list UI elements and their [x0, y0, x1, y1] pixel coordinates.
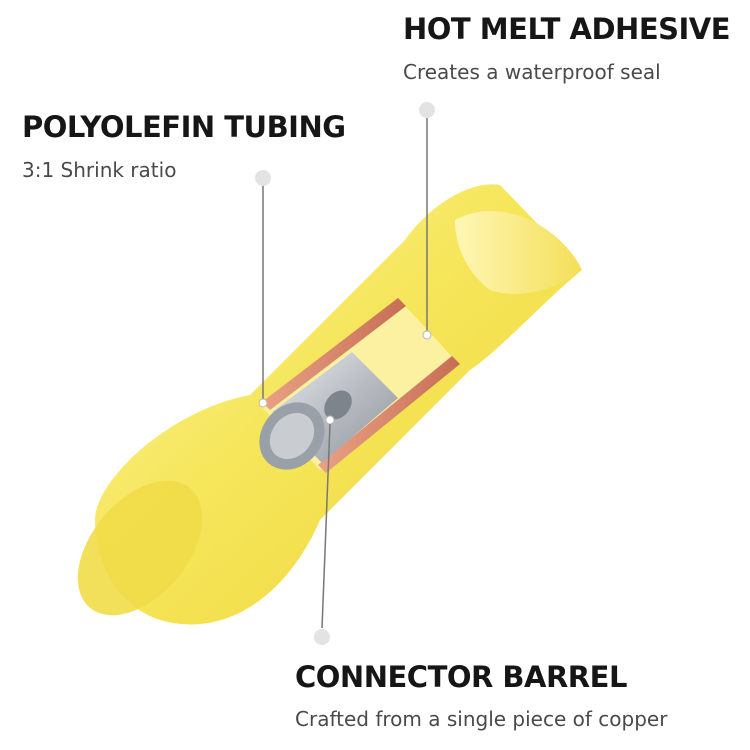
leader-hot-melt — [419, 102, 435, 340]
leader-polyolefin — [255, 170, 271, 408]
polyolefin-subtitle: 3:1 Shrink ratio — [22, 158, 177, 182]
tubing-right-opening — [455, 210, 582, 294]
tubing-left-opening — [77, 480, 203, 616]
leader-connector — [314, 415, 335, 645]
connector-title: CONNECTOR BARREL — [295, 660, 627, 694]
barrel-dimple — [324, 390, 352, 420]
barrel-end-inner — [269, 412, 315, 460]
polyolefin-title: POLYOLEFIN TUBING — [22, 110, 346, 144]
copper-layer-bottom — [318, 356, 460, 473]
connector-subtitle: Crafted from a single piece of copper — [295, 707, 668, 731]
hot-melt-title: HOT MELT ADHESIVE — [403, 12, 731, 46]
hot-melt-subtitle: Creates a waterproof seal — [403, 60, 661, 84]
copper-layer-top — [262, 298, 406, 410]
